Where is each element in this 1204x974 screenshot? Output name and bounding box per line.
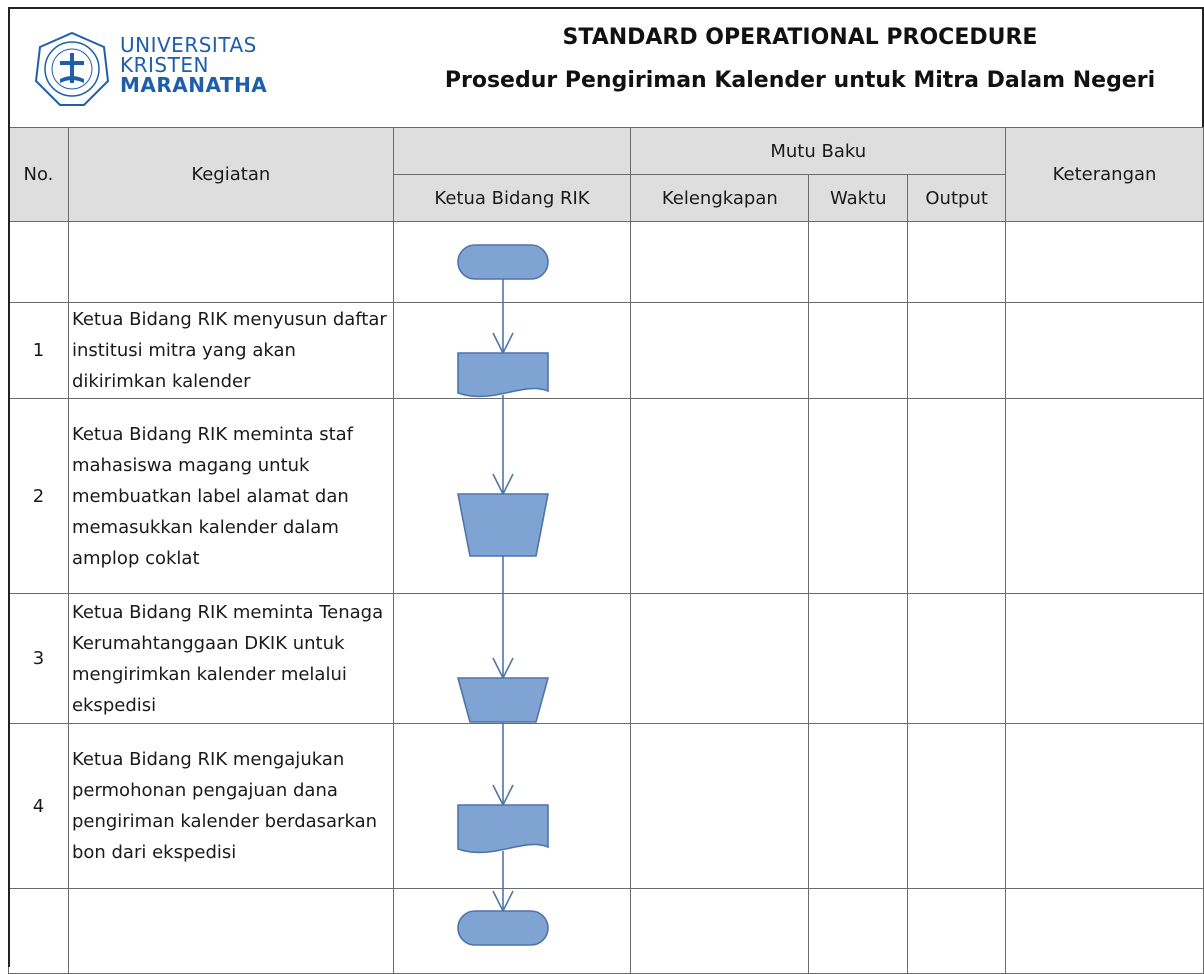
- row-kelengkapan: [630, 221, 810, 303]
- flow-document-shape: [457, 804, 549, 854]
- header-ketua-bidang-rik: Ketua Bidang RIK: [392, 174, 632, 222]
- flow-manual-operation-shape: [456, 677, 550, 723]
- row-waktu: [808, 593, 909, 724]
- row-output: [907, 888, 1007, 974]
- row-kelengkapan: [630, 593, 810, 724]
- row-kegiatan: Ketua Bidang RIK meminta Tenaga Kerumaht…: [67, 593, 394, 724]
- flow-arrow: [492, 851, 514, 913]
- row-keterangan: [1005, 398, 1204, 594]
- row-kegiatan: Ketua Bidang RIK meminta staf mahasiswa …: [67, 398, 394, 594]
- document-titles: STANDARD OPERATIONAL PROCEDURE Prosedur …: [410, 15, 1190, 93]
- university-line-3: MARANATHA: [120, 73, 268, 97]
- flow-manual-operation-shape: [457, 493, 549, 557]
- flow-document-shape: [457, 352, 549, 398]
- row-number: 2: [8, 398, 69, 594]
- header-mutu-baku: Mutu Baku: [630, 127, 1007, 175]
- row-waktu: [808, 302, 909, 399]
- row-waktu: [808, 221, 909, 303]
- flow-arrow: [492, 395, 514, 496]
- document-subtitle: Prosedur Pengiriman Kalender untuk Mitra…: [444, 68, 1156, 93]
- row-kegiatan: Ketua Bidang RIK menyusun daftar institu…: [67, 302, 394, 399]
- row-waktu: [808, 723, 909, 889]
- header-kelengkapan: Kelengkapan: [630, 174, 810, 222]
- frame-border: [8, 127, 10, 967]
- document-header: UNIVERSITAS KRISTEN MARANATHA STANDARD O…: [8, 7, 1204, 127]
- flow-arrow: [492, 722, 514, 807]
- sop-table: No. Kegiatan Mutu Baku Keterangan Ketua …: [8, 127, 1204, 974]
- header-keterangan: Keterangan: [1005, 127, 1204, 222]
- row-kegiatan: Ketua Bidang RIK mengajukan permohonan p…: [67, 723, 394, 889]
- university-name: UNIVERSITAS KRISTEN MARANATHA: [120, 35, 267, 95]
- row-number: [8, 888, 69, 974]
- flow-shapes: [456, 244, 550, 946]
- flow-arrow: [492, 279, 514, 355]
- row-kegiatan: [67, 221, 394, 303]
- row-output: [907, 398, 1007, 594]
- table-row: 4 Ketua Bidang RIK mengajukan permohonan…: [8, 723, 1204, 889]
- university-line-1: UNIVERSITAS: [120, 33, 257, 57]
- table-row: [8, 888, 1204, 974]
- document-title: STANDARD OPERATIONAL PROCEDURE: [562, 25, 1038, 50]
- header-kegiatan: Kegiatan: [67, 127, 394, 222]
- flow-terminator-shape: [457, 244, 549, 280]
- row-kegiatan: [67, 888, 394, 974]
- flowchart: [456, 244, 550, 946]
- flow-arrow: [492, 556, 514, 680]
- flow-terminator-shape: [457, 910, 549, 946]
- row-kelengkapan: [630, 723, 810, 889]
- row-keterangan: [1005, 723, 1204, 889]
- table-row: [8, 221, 1204, 303]
- university-logo-icon: [34, 31, 110, 106]
- university-line-2: KRISTEN: [120, 53, 209, 77]
- row-output: [907, 302, 1007, 399]
- row-keterangan: [1005, 593, 1204, 724]
- row-kelengkapan: [630, 398, 810, 594]
- table-row: 3 Ketua Bidang RIK meminta Tenaga Keruma…: [8, 593, 1204, 724]
- header-output: Output: [907, 174, 1007, 222]
- row-number: 4: [8, 723, 69, 889]
- row-output: [907, 221, 1007, 303]
- table-row: 2 Ketua Bidang RIK meminta staf mahasisw…: [8, 398, 1204, 594]
- row-keterangan: [1005, 221, 1204, 303]
- sop-document: UNIVERSITAS KRISTEN MARANATHA STANDARD O…: [8, 7, 1204, 974]
- row-kelengkapan: [630, 888, 810, 974]
